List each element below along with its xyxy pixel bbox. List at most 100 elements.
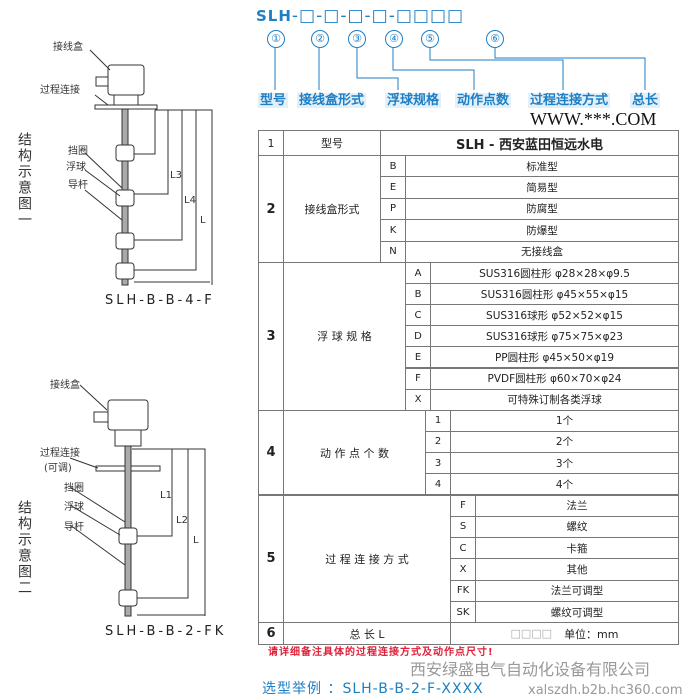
option-desc: 其他 <box>475 558 679 581</box>
section-num: 6 <box>258 622 284 646</box>
length-boxes: □□□□ <box>510 627 553 641</box>
row-name: 型号 <box>283 130 381 156</box>
section-num: 3 <box>258 262 284 411</box>
d2-label-process-sub: (可调) <box>44 463 72 474</box>
d2-label-rod: 导杆 <box>64 522 84 533</box>
option-code: N <box>380 240 406 263</box>
label-points: 动作点数 <box>455 93 512 108</box>
diagram1-drawing <box>84 49 213 286</box>
label-length: 总长 <box>630 93 661 108</box>
diagram2-drawing <box>69 384 206 617</box>
option-code: F <box>405 367 431 390</box>
d2-dim-l: L <box>193 535 199 546</box>
option-code: P <box>380 197 406 221</box>
option-desc: 3个 <box>450 452 679 475</box>
section-num: 5 <box>258 494 284 624</box>
code-formula: SLH-□-□-□-□-□□□□ <box>256 6 464 26</box>
section-name: 接线盒形式 <box>283 155 381 263</box>
d1-label-float: 浮球 <box>66 162 86 173</box>
option-code: X <box>450 558 476 581</box>
option-desc: 螺纹可调型 <box>475 601 679 624</box>
option-code: B <box>405 283 431 306</box>
site-watermark: xalszdh.b2b.hc360.com <box>528 683 683 698</box>
section-name: 过 程 连 接 方 式 <box>283 494 451 624</box>
d2-dim-l1: L1 <box>160 490 172 501</box>
d2-model: SLH-B-B-2-FK <box>105 624 227 639</box>
diagram2-title: 结构示意图二 <box>16 500 32 596</box>
option-code: E <box>405 346 431 369</box>
option-desc: SUS316圆柱形 φ45×55×φ15 <box>430 283 679 306</box>
d1-dim-l: L <box>200 215 206 226</box>
length-cell: □□□□单位：mm <box>450 622 679 646</box>
d2-label-float: 浮球 <box>64 502 84 513</box>
option-desc: 简易型 <box>405 176 679 199</box>
d1-label-rod: 导杆 <box>68 180 88 191</box>
option-desc: 法兰可调型 <box>475 579 679 602</box>
section-num: 4 <box>258 409 284 496</box>
row-num: 1 <box>258 130 284 156</box>
option-desc: 法兰 <box>475 494 679 517</box>
num-6: ⑥ <box>486 30 504 48</box>
example: 选型举例 ：SLH-B-B-2-F-XXXX <box>262 681 484 697</box>
option-desc: 防腐型 <box>405 197 679 221</box>
option-code: 1 <box>425 409 451 432</box>
company-watermark: 西安绿盛电气自动化设备有限公司 <box>410 660 651 679</box>
section-num: 2 <box>258 155 284 263</box>
label-process: 过程连接方式 <box>528 93 611 108</box>
d1-dim-l4: L4 <box>184 195 196 206</box>
d1-dim-l3: L3 <box>170 170 182 181</box>
option-desc: 1个 <box>450 409 679 432</box>
label-model: 型号 <box>258 93 289 108</box>
connector-lines <box>274 48 646 90</box>
num-2: ② <box>311 30 329 48</box>
d1-label-process: 过程连接 <box>40 85 80 96</box>
num-4: ④ <box>385 30 403 48</box>
option-code: C <box>450 537 476 560</box>
option-code: FK <box>450 579 476 602</box>
d2-label-process: 过程连接 <box>40 448 80 459</box>
option-code: 2 <box>425 430 451 454</box>
d2-label-box: 接线盒 <box>50 380 80 391</box>
option-code: S <box>450 515 476 539</box>
code-prefix: SLH <box>256 7 292 25</box>
option-desc: PVDF圆柱形 φ60×70×φ24 <box>430 367 679 390</box>
diagram1-title: 结构示意图一 <box>16 132 32 228</box>
option-code: C <box>405 304 431 327</box>
d2-label-ring: 挡圈 <box>64 483 84 494</box>
option-desc: 标准型 <box>405 155 679 178</box>
option-desc: SUS316球形 φ52×52×φ15 <box>430 304 679 327</box>
option-code: X <box>405 388 431 411</box>
watermark-url: WWW.***.COM <box>530 109 657 129</box>
option-code: A <box>405 262 431 285</box>
num-3: ③ <box>348 30 366 48</box>
option-desc: SUS316圆柱形 φ28×28×φ9.5 <box>430 262 679 285</box>
note: 请详细备注具体的过程连接方式及动作点尺寸! <box>268 647 494 658</box>
section-name: 总 长 L <box>283 622 451 646</box>
option-code: 4 <box>425 473 451 496</box>
option-desc: 防爆型 <box>405 219 679 242</box>
option-code: D <box>405 325 431 348</box>
option-desc: 螺纹 <box>475 515 679 539</box>
option-desc: PP圆柱形 φ45×50×φ19 <box>430 346 679 369</box>
d1-label-box: 接线盒 <box>53 42 83 53</box>
section-name: 浮 球 规 格 <box>283 262 406 411</box>
option-desc: SUS316球形 φ75×75×φ23 <box>430 325 679 348</box>
option-code: B <box>380 155 406 178</box>
num-1: ① <box>267 30 285 48</box>
option-code: SK <box>450 601 476 624</box>
label-float: 浮球规格 <box>385 93 442 108</box>
code-slots: -□-□-□-□-□□□□ <box>291 6 465 26</box>
option-code: E <box>380 176 406 199</box>
d1-model: SLH-B-B-4-F <box>105 293 215 308</box>
label-box: 接线盒形式 <box>297 93 367 108</box>
option-code: K <box>380 219 406 242</box>
section-name: 动 作 点 个 数 <box>283 409 426 496</box>
num-5: ⑤ <box>421 30 439 48</box>
option-desc: 卡箍 <box>475 537 679 560</box>
option-desc: 4个 <box>450 473 679 496</box>
option-desc: 可特殊订制各类浮球 <box>430 388 679 411</box>
option-desc: 2个 <box>450 430 679 454</box>
option-desc: 无接线盒 <box>405 240 679 263</box>
option-code: 3 <box>425 452 451 475</box>
